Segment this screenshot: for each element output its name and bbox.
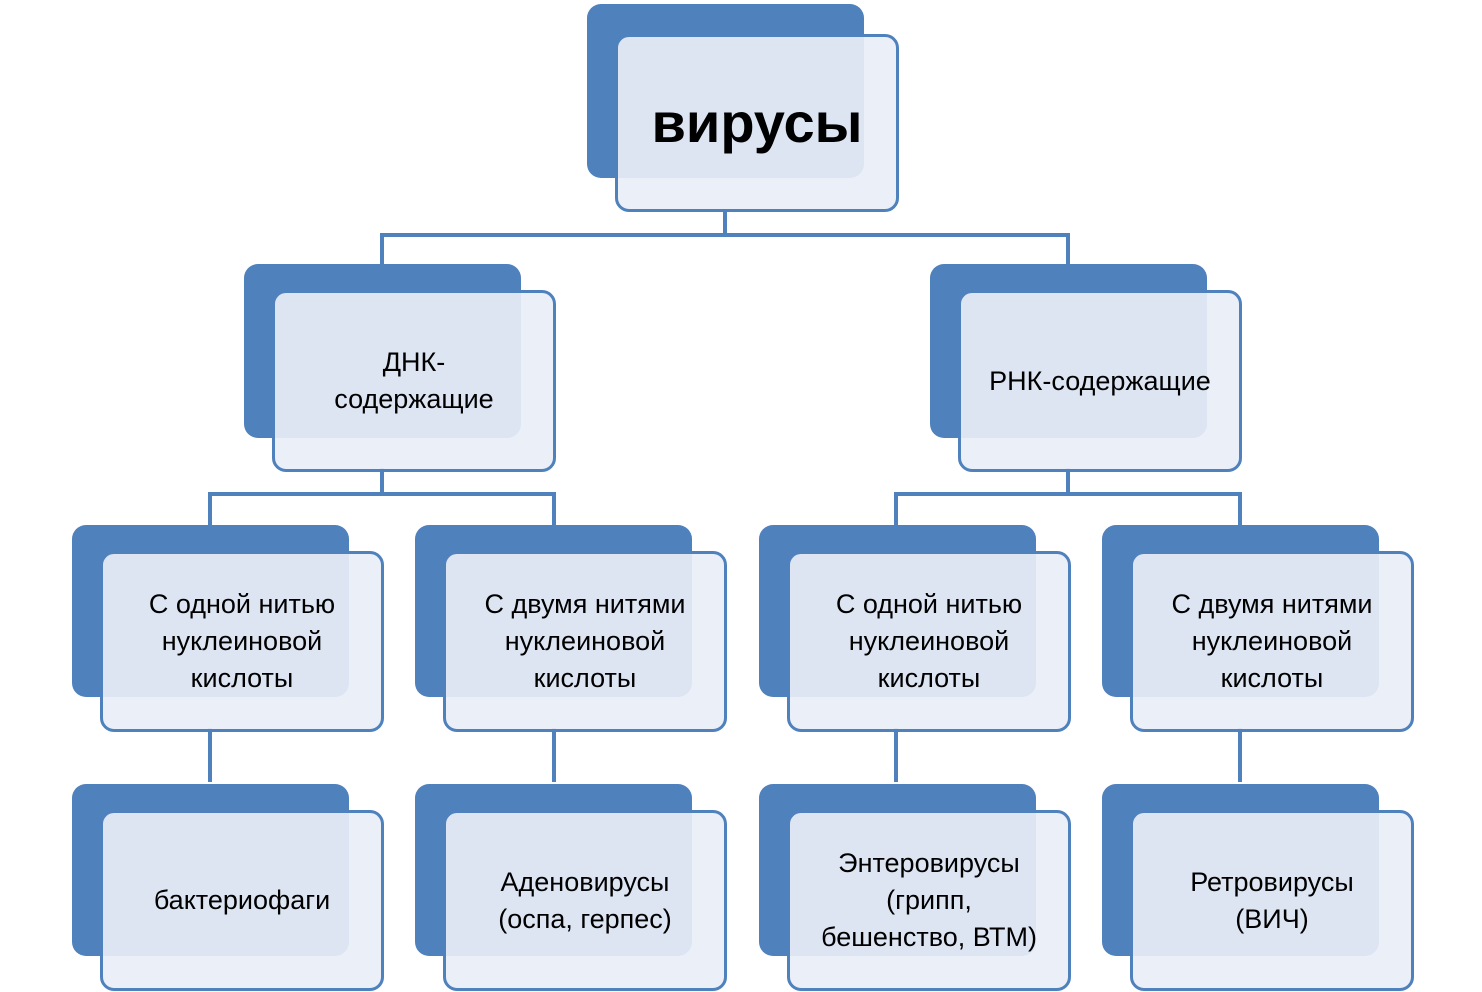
enteroviruses-label: Энтеровирусы (грипп, бешенство, ВТМ) — [821, 848, 1037, 952]
dna-node: ДНК- содержащие — [244, 264, 556, 472]
dna-double-strand-node: С двумя нитями нуклеиновой кислоты — [415, 525, 727, 732]
root-node: вирусы — [587, 4, 899, 212]
dna-label: ДНК- содержащие — [334, 347, 494, 414]
dna-single-strand-node: С одной нитью нуклеиновой кислоты — [72, 525, 384, 732]
rna-label: РНК-содержащие — [989, 365, 1211, 396]
rna-single-strand-node: С одной нитью нуклеиновой кислоты — [759, 525, 1071, 732]
bacteriophages-label: бактериофаги — [153, 885, 331, 915]
rna-double-strand-node: С двумя нитями нуклеиновой кислоты — [1102, 525, 1414, 732]
connector-rna — [894, 468, 1070, 527]
dna-double-strand-label: С двумя нитями нуклеиновой кислоты — [484, 589, 686, 693]
connector-root-right — [723, 233, 1070, 266]
rna-double-strand-label: С двумя нитями нуклеиновой кислоты — [1171, 589, 1373, 693]
bacteriophages-node: бактериофаги — [72, 784, 384, 991]
retroviruses-label: Ретровирусы (ВИЧ) — [1190, 866, 1354, 934]
connector-rna-right — [1066, 492, 1242, 527]
connector-dna — [208, 468, 384, 527]
dna-single-strand-label: С одной нитью нуклеиновой кислоты — [148, 589, 336, 693]
root-label: вирусы — [651, 91, 863, 154]
adenoviruses-label: Аденовирусы (оспа, герпес) — [498, 866, 672, 934]
adenoviruses-node: Аденовирусы (оспа, герпес) — [415, 784, 727, 991]
connector-dna-right — [380, 492, 556, 527]
rna-single-strand-label: С одной нитью нуклеиновой кислоты — [835, 589, 1023, 693]
connector-root — [380, 209, 727, 266]
rna-node: РНК-содержащие — [930, 264, 1242, 472]
enteroviruses-node: Энтеровирусы (грипп, бешенство, ВТМ) — [759, 784, 1071, 991]
retroviruses-node: Ретровирусы (ВИЧ) — [1102, 784, 1414, 991]
